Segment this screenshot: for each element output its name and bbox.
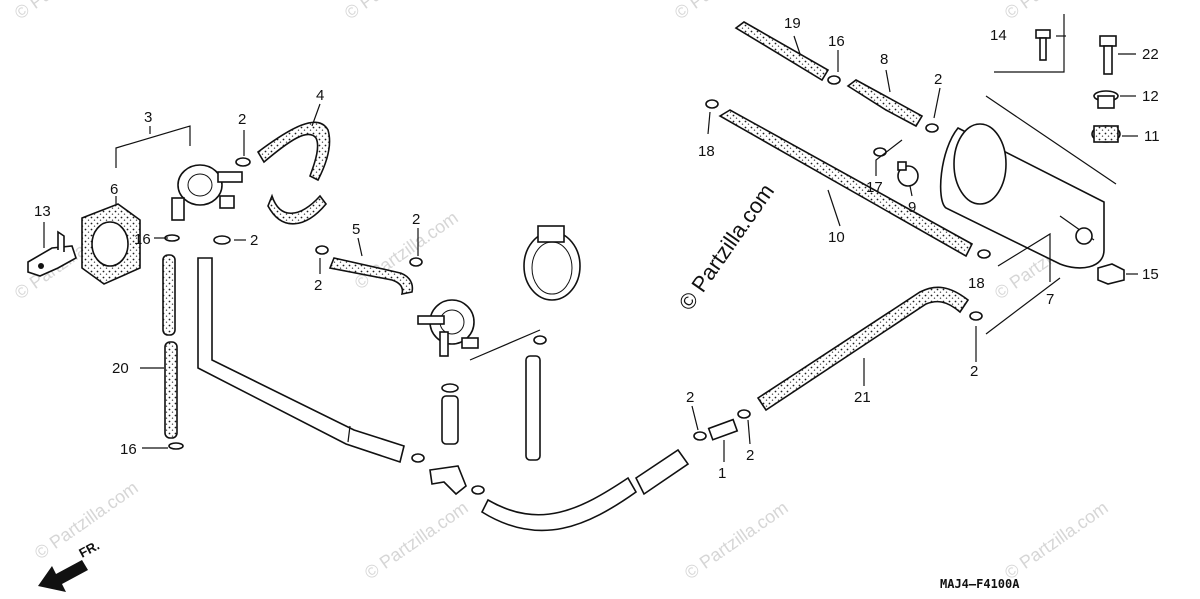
callout-3: 3 <box>144 109 152 126</box>
part-1-fitting <box>707 418 739 441</box>
callout-12: 12 <box>1142 88 1159 105</box>
callout-7: 7 <box>1046 291 1054 308</box>
watermark-tile: © Partzilla.com <box>681 497 792 583</box>
callout-2: 2 <box>238 111 246 128</box>
callout-4: 4 <box>316 87 324 104</box>
callout-16: 16 <box>120 441 137 458</box>
callout-21: 21 <box>854 389 871 406</box>
callout-19: 19 <box>784 15 801 32</box>
callout-2: 2 <box>686 389 694 406</box>
callout-14: 14 <box>990 27 1007 44</box>
drawing-code: MAJ4–F4100A <box>940 577 1020 591</box>
callout-22: 22 <box>1142 46 1159 63</box>
part-11-grommet <box>1091 125 1121 143</box>
part-9-valve <box>897 161 919 187</box>
lower-long-hose <box>480 476 638 532</box>
hose-clips <box>213 75 991 495</box>
watermark-center: © Partzilla.com <box>674 179 780 315</box>
long-pipe-left <box>197 257 405 464</box>
part-7-canister <box>939 95 1117 269</box>
part-6-clamp <box>81 203 141 285</box>
center-tube-a <box>441 395 459 445</box>
callout-15: 15 <box>1142 266 1159 283</box>
callout-10: 10 <box>828 229 845 246</box>
callout-2: 2 <box>314 277 322 294</box>
part-15-nut <box>1097 263 1125 285</box>
lower-hose-stub <box>634 448 690 496</box>
part-4-hose <box>256 121 331 225</box>
t-fitting <box>429 465 467 496</box>
center-tube-b <box>525 355 541 461</box>
callout-18: 18 <box>698 143 715 160</box>
part-12-collar <box>1093 90 1119 109</box>
part-14-screw <box>1035 29 1051 61</box>
watermark-tile: © Partzilla.com <box>1001 497 1112 583</box>
callout-8: 8 <box>880 51 888 68</box>
watermark-tile: © Partzilla.com <box>1001 0 1112 23</box>
part-21-hose <box>756 286 970 412</box>
middle-valve <box>417 299 479 357</box>
part-22-bolt <box>1099 35 1117 75</box>
callout-13: 13 <box>34 203 51 220</box>
callout-16: 16 <box>828 33 845 50</box>
callout-2: 2 <box>970 363 978 380</box>
front-label: FR. <box>76 538 102 561</box>
callout-17: 17 <box>866 179 883 196</box>
part-5-hose <box>328 257 414 296</box>
part-3-valve <box>171 164 243 221</box>
part-20-hose <box>162 234 184 450</box>
part-19-hose <box>734 21 830 82</box>
arrow-icon <box>38 560 88 592</box>
part-10-hose <box>718 109 974 258</box>
leader-lines <box>43 35 1138 462</box>
part-13-bracket <box>27 230 77 277</box>
callout-2: 2 <box>250 232 258 249</box>
bracket-line <box>994 14 1065 73</box>
callout-18: 18 <box>968 275 985 292</box>
clamp-ring <box>523 225 581 301</box>
watermark-tile: © Partzilla.com <box>11 0 122 23</box>
callout-2: 2 <box>412 211 420 228</box>
callouts: 3 6 13 16 20 16 2 2 4 2 5 2 2 1 2 21 19 … <box>34 15 1160 482</box>
callout-20: 20 <box>112 360 129 377</box>
callout-5: 5 <box>352 221 360 238</box>
callout-16: 16 <box>134 231 151 248</box>
callout-2: 2 <box>934 71 942 88</box>
callout-2: 2 <box>746 447 754 464</box>
callout-9: 9 <box>908 199 916 216</box>
watermark-tile: © Partzilla.com <box>671 0 782 23</box>
part-8-hose <box>846 79 924 128</box>
callout-6: 6 <box>110 181 118 198</box>
callout-11: 11 <box>1144 128 1160 145</box>
watermark-tile: © Partzilla.com <box>341 0 452 23</box>
watermark-tile: © Partzilla.com <box>361 497 472 583</box>
callout-1: 1 <box>718 465 726 482</box>
